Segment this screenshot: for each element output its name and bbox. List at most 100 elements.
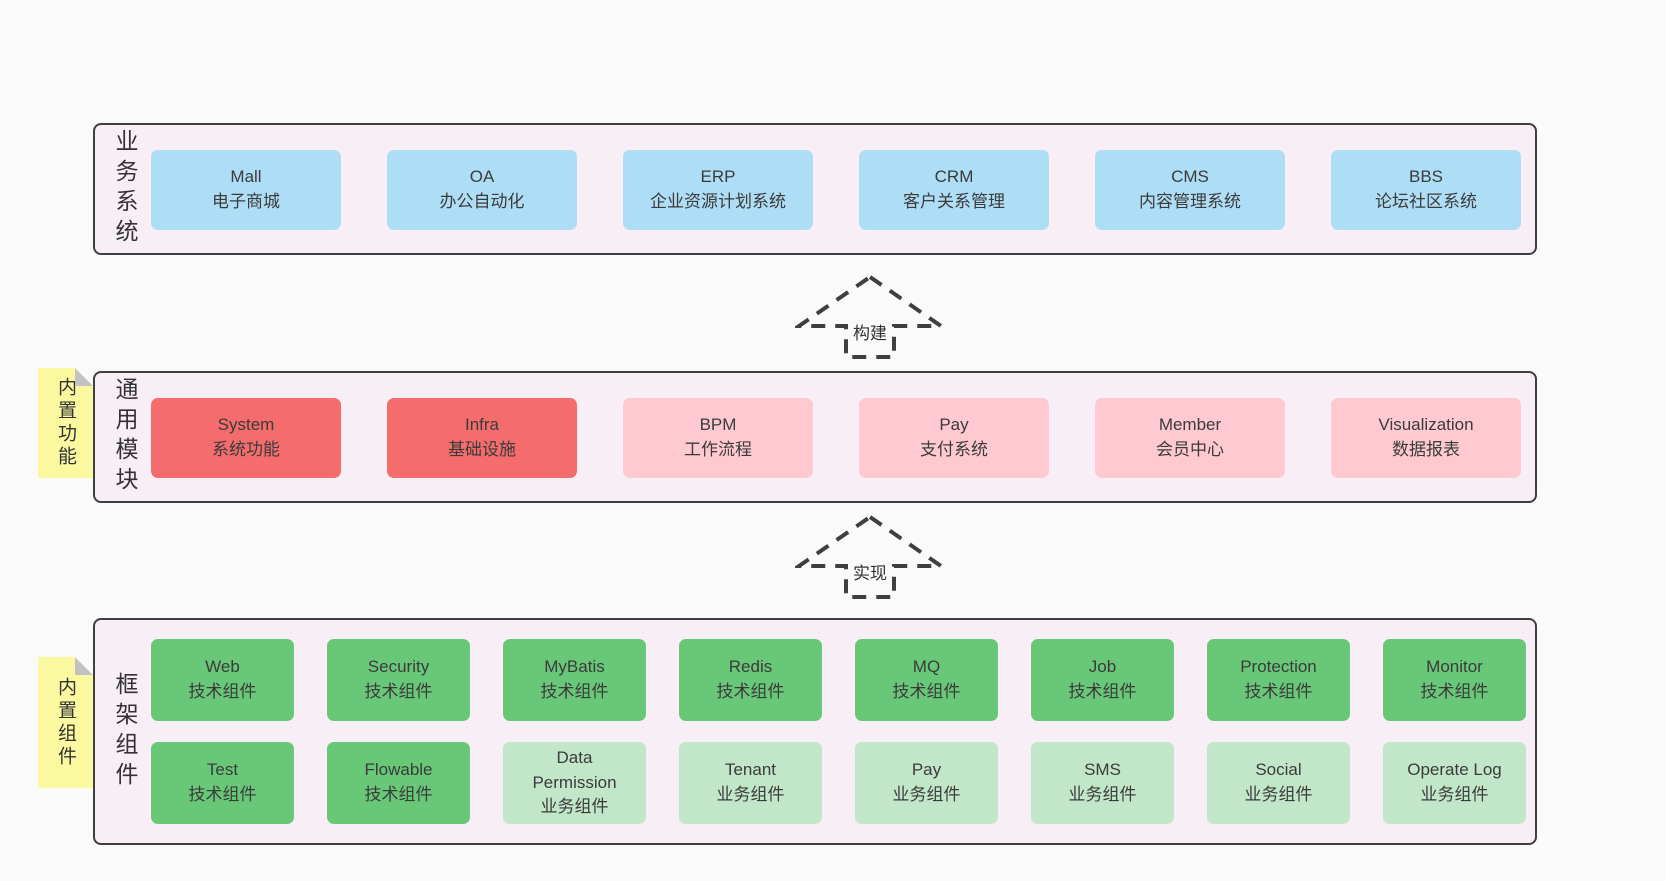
framework-row-2: Test 技术组件 Flowable 技术组件 Data Permission … bbox=[151, 742, 1526, 824]
box-social: Social 业务组件 bbox=[1207, 742, 1350, 824]
dashed-up-arrow-icon bbox=[795, 514, 945, 599]
arrow-implement: 实现 bbox=[795, 512, 945, 602]
box-tenant: Tenant 业务组件 bbox=[679, 742, 822, 824]
box-cms-en: CMS bbox=[1171, 167, 1209, 187]
arrow-implement-label: 实现 bbox=[849, 558, 891, 585]
arrow-build: 构建 bbox=[795, 272, 945, 362]
layer-framework-components: 框架组件 Web 技术组件 Security 技术组件 MyBatis 技术组件… bbox=[93, 618, 1537, 845]
box-protection-en: Protection bbox=[1240, 657, 1317, 677]
box-test-zh: 技术组件 bbox=[188, 785, 257, 804]
box-visualization-en: Visualization bbox=[1378, 415, 1474, 435]
box-system-en: System bbox=[217, 415, 275, 435]
box-test: Test 技术组件 bbox=[151, 742, 294, 824]
box-web: Web 技术组件 bbox=[151, 639, 294, 721]
box-data-permission-en: Data Permission bbox=[532, 748, 617, 792]
box-protection: Protection 技术组件 bbox=[1207, 639, 1350, 721]
box-social-zh: 业务组件 bbox=[1244, 785, 1313, 804]
box-web-en: Web bbox=[205, 657, 240, 677]
framework-row-1: Web 技术组件 Security 技术组件 MyBatis 技术组件 Redi… bbox=[151, 639, 1526, 721]
layer-business-systems: 业务系统 Mall 电子商城 OA 办公自动化 ERP 企业资源计划系统 CRM… bbox=[93, 123, 1537, 255]
box-crm-en: CRM bbox=[934, 167, 974, 187]
layer-framework-side-label: 框架组件 bbox=[112, 671, 138, 792]
box-job: Job 技术组件 bbox=[1031, 639, 1174, 721]
box-crm: CRM 客户关系管理 bbox=[859, 150, 1049, 230]
box-infra-zh: 基础设施 bbox=[448, 440, 516, 459]
box-redis: Redis 技术组件 bbox=[679, 639, 822, 721]
box-flowable-zh: 技术组件 bbox=[364, 785, 433, 804]
note-built-in-features-label: 内置功能 bbox=[55, 377, 76, 469]
box-pay-component: Pay 业务组件 bbox=[855, 742, 998, 824]
layer-modules-side-label: 通用模块 bbox=[112, 377, 138, 497]
box-erp: ERP 企业资源计划系统 bbox=[623, 150, 813, 230]
box-cms: CMS 内容管理系统 bbox=[1095, 150, 1285, 230]
box-mq-zh: 技术组件 bbox=[892, 682, 961, 701]
note-built-in-features: 内置功能 bbox=[38, 368, 93, 478]
folded-corner-icon bbox=[75, 368, 93, 386]
box-test-en: Test bbox=[206, 760, 239, 780]
box-system-zh: 系统功能 bbox=[212, 440, 280, 459]
box-operate-log-en: Operate Log bbox=[1407, 760, 1502, 780]
box-bpm-en: BPM bbox=[699, 415, 737, 435]
box-mq-en: MQ bbox=[912, 657, 941, 677]
box-cms-zh: 内容管理系统 bbox=[1139, 192, 1241, 211]
layer-common-modules: 通用模块 System 系统功能 Infra 基础设施 BPM 工作流程 Pay… bbox=[93, 371, 1537, 503]
box-operate-log-zh: 业务组件 bbox=[1420, 785, 1489, 804]
business-boxes-row: Mall 电子商城 OA 办公自动化 ERP 企业资源计划系统 CRM 客户关系… bbox=[151, 150, 1521, 230]
box-erp-zh: 企业资源计划系统 bbox=[650, 192, 786, 211]
box-bpm: BPM 工作流程 bbox=[623, 398, 813, 478]
box-monitor-zh: 技术组件 bbox=[1420, 682, 1489, 701]
arrow-build-label: 构建 bbox=[849, 318, 891, 345]
box-pay-component-zh: 业务组件 bbox=[892, 785, 961, 804]
box-infra: Infra 基础设施 bbox=[387, 398, 577, 478]
box-visualization: Visualization 数据报表 bbox=[1331, 398, 1521, 478]
box-redis-zh: 技术组件 bbox=[716, 682, 785, 701]
box-sms: SMS 业务组件 bbox=[1031, 742, 1174, 824]
note-built-in-components-label: 内置组件 bbox=[55, 676, 76, 769]
box-security-zh: 技术组件 bbox=[364, 682, 433, 701]
box-mybatis: MyBatis 技术组件 bbox=[503, 639, 646, 721]
box-bbs-en: BBS bbox=[1408, 167, 1444, 187]
box-sms-zh: 业务组件 bbox=[1068, 785, 1137, 804]
box-member-en: Member bbox=[1158, 415, 1222, 435]
box-redis-en: Redis bbox=[728, 657, 773, 677]
box-security-en: Security bbox=[367, 657, 430, 677]
box-member: Member 会员中心 bbox=[1095, 398, 1285, 478]
box-social-en: Social bbox=[1255, 760, 1302, 780]
box-operate-log: Operate Log 业务组件 bbox=[1383, 742, 1526, 824]
box-bbs: BBS 论坛社区系统 bbox=[1331, 150, 1521, 230]
box-flowable-en: Flowable bbox=[364, 760, 433, 780]
box-infra-en: Infra bbox=[464, 415, 500, 435]
box-oa-en: OA bbox=[469, 167, 495, 187]
box-web-zh: 技术组件 bbox=[188, 682, 257, 701]
box-bpm-zh: 工作流程 bbox=[684, 440, 752, 459]
box-pay-module-en: Pay bbox=[939, 415, 969, 435]
box-mybatis-en: MyBatis bbox=[544, 657, 605, 677]
box-crm-zh: 客户关系管理 bbox=[903, 192, 1005, 211]
box-mq: MQ 技术组件 bbox=[855, 639, 998, 721]
box-bbs-zh: 论坛社区系统 bbox=[1375, 192, 1477, 211]
box-monitor-en: Monitor bbox=[1426, 657, 1483, 677]
box-oa-zh: 办公自动化 bbox=[439, 192, 525, 211]
box-job-en: Job bbox=[1088, 657, 1117, 677]
box-member-zh: 会员中心 bbox=[1156, 440, 1224, 459]
box-pay-module: Pay 支付系统 bbox=[859, 398, 1049, 478]
box-flowable: Flowable 技术组件 bbox=[327, 742, 470, 824]
box-data-permission-zh: 业务组件 bbox=[540, 797, 609, 817]
box-mall: Mall 电子商城 bbox=[151, 150, 341, 230]
box-job-zh: 技术组件 bbox=[1068, 682, 1137, 701]
box-mall-zh: 电子商城 bbox=[212, 192, 280, 211]
box-monitor: Monitor 技术组件 bbox=[1383, 639, 1526, 721]
note-built-in-components: 内置组件 bbox=[38, 657, 93, 788]
box-erp-en: ERP bbox=[700, 167, 736, 187]
box-data-permission: Data Permission 业务组件 bbox=[503, 742, 646, 824]
box-pay-component-en: Pay bbox=[911, 760, 942, 780]
box-security: Security 技术组件 bbox=[327, 639, 470, 721]
layer-business-side-label: 业务系统 bbox=[112, 129, 138, 249]
box-tenant-zh: 业务组件 bbox=[716, 785, 785, 804]
box-mall-en: Mall bbox=[230, 167, 262, 187]
box-protection-zh: 技术组件 bbox=[1244, 682, 1313, 701]
folded-corner-icon bbox=[75, 657, 93, 675]
box-sms-en: SMS bbox=[1084, 760, 1121, 780]
dashed-up-arrow-icon bbox=[795, 274, 945, 359]
